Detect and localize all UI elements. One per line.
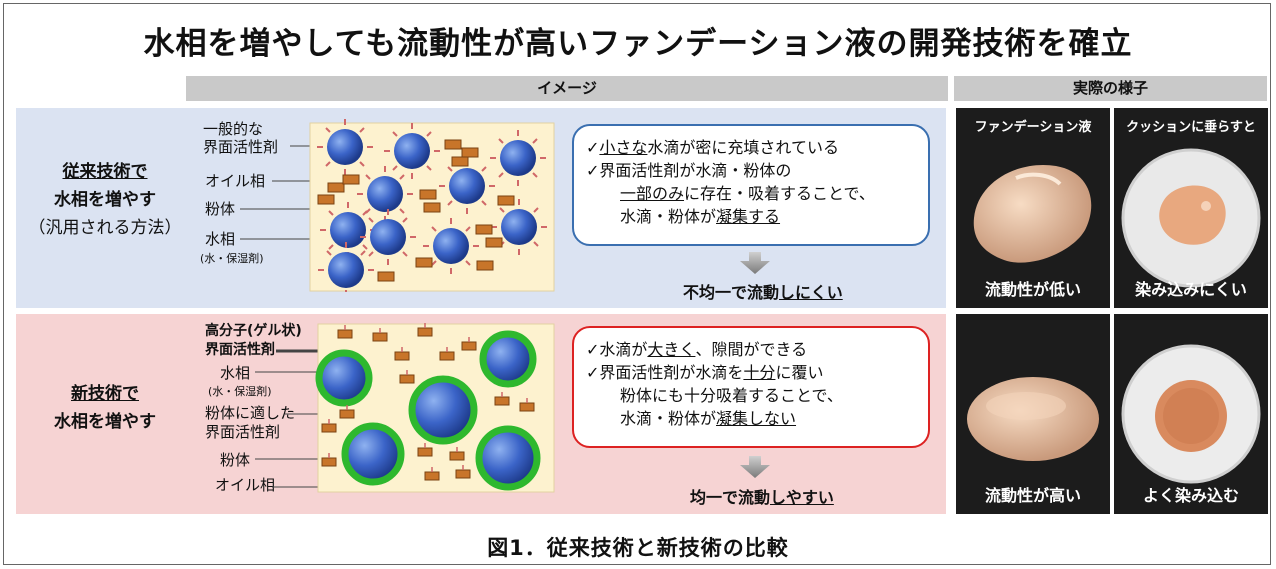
conventional-result: 不均一で流動しにくい <box>683 283 843 302</box>
foundation-blob-image <box>967 377 1099 461</box>
water-droplet <box>384 123 440 179</box>
powder-particle <box>485 237 503 248</box>
large-water-droplet <box>475 425 541 491</box>
powder-particle <box>377 271 395 282</box>
label-surfactant-1: 一般的な <box>203 120 264 138</box>
label-oil: オイル相 <box>215 476 276 494</box>
powder-particle <box>321 457 337 467</box>
label-gel-2: 界面活性剤 <box>205 342 275 358</box>
figure-title: 水相を増やしても流動性が高いファンデーション液の開発技術を確立 <box>143 26 1133 62</box>
header-actual: 実際の様子 <box>954 76 1267 101</box>
photo-cushion-conventional: クッションに垂らすと 染み込みにくい <box>1114 108 1268 308</box>
powder-particle <box>444 139 462 150</box>
powder-particle <box>476 260 494 271</box>
powder-particle <box>455 469 471 479</box>
conventional-row-label: 従来技術で 水相を増やす （汎用される方法） <box>20 158 190 242</box>
row-label-line1: 従来技術で <box>62 162 148 182</box>
powder-particle <box>449 451 465 461</box>
label-powder: 粉体 <box>220 451 251 469</box>
photo-title: ファンデーション液 <box>974 120 1092 135</box>
photo-caption: よく染み込む <box>1142 486 1239 505</box>
powder-particle <box>475 224 493 235</box>
powder-particle <box>497 195 515 206</box>
new-explanation-box: ✓水滴が大きく、隙間ができる ✓界面活性剤が水滴を十分に覆い 粉体にも十分吸着す… <box>572 326 930 448</box>
foundation-blob-image <box>973 164 1092 263</box>
label-water: 水相 <box>220 364 251 382</box>
box-line: 水滴・粉体が凝集しない <box>620 409 797 428</box>
photo-cushion-new: よく染み込む <box>1114 314 1268 514</box>
photo-foundation-new: 流動性が高い <box>956 314 1110 514</box>
powder-particle <box>321 423 337 433</box>
row-label-line3: （汎用される方法） <box>28 218 182 238</box>
photo-title: クッションに垂らすと <box>1126 120 1256 135</box>
label-psurf-2: 界面活性剤 <box>205 423 281 441</box>
photo-caption: 流動性が高い <box>984 486 1081 505</box>
water-droplet <box>320 202 376 258</box>
label-surfactant-2: 界面活性剤 <box>203 138 279 156</box>
row-label-line2: 水相を増やす <box>54 190 156 210</box>
photo-caption: 流動性が低い <box>984 280 1081 299</box>
label-oil: オイル相 <box>205 172 266 190</box>
label-water-sub: (水・保湿剤) <box>208 385 272 398</box>
box-line: ✓界面活性剤が水滴を十分に覆い <box>586 363 824 382</box>
water-droplet <box>317 119 373 175</box>
label-powder: 粉体 <box>205 200 236 218</box>
row-label-line2: 水相を増やす <box>54 412 156 432</box>
powder-particle <box>342 174 360 185</box>
row-label-line1: 新技術で <box>71 384 139 404</box>
powder-particle <box>399 374 415 384</box>
powder-particle <box>519 402 535 412</box>
figure-caption: 図1．従来技術と新技術の比較 <box>487 536 789 560</box>
box-line: 粉体にも十分吸着することで、 <box>620 386 843 405</box>
powder-particle <box>337 329 353 339</box>
box-line: 一部のみに存在・吸着することで、 <box>620 184 875 203</box>
large-water-droplet <box>408 375 478 445</box>
powder-particle <box>339 409 355 419</box>
powder-particle <box>451 156 469 167</box>
powder-particle <box>423 202 441 213</box>
new-diagram <box>255 323 555 493</box>
water-droplet <box>491 199 547 255</box>
cushion-image <box>1121 148 1261 288</box>
large-water-droplet <box>479 330 537 388</box>
powder-particle <box>424 471 440 481</box>
powder-particle <box>494 396 510 406</box>
box-line: ✓界面活性剤が水滴・粉体の <box>586 161 792 180</box>
large-water-droplet <box>341 422 405 486</box>
powder-particle <box>417 327 433 337</box>
powder-particle <box>394 351 410 361</box>
box-line: ✓水滴が大きく、隙間ができる <box>586 340 808 359</box>
powder-particle <box>317 194 335 205</box>
large-water-droplet <box>315 349 373 407</box>
water-droplet <box>360 209 416 265</box>
down-arrow-icon <box>740 456 770 478</box>
powder-particle <box>419 189 437 200</box>
powder-particle <box>461 341 477 351</box>
powder-particle <box>439 351 455 361</box>
label-psurf-1: 粉体に適した <box>205 404 296 422</box>
new-row-label: 新技術で 水相を増やす <box>30 380 180 436</box>
powder-particle <box>461 147 479 158</box>
label-gel-1: 高分子(ゲル状) <box>205 323 302 339</box>
powder-particle <box>417 447 433 457</box>
powder-particle <box>327 182 345 193</box>
water-droplet <box>318 242 374 292</box>
water-droplet <box>490 130 546 186</box>
powder-particle <box>372 332 388 342</box>
conventional-diagram <box>240 119 555 292</box>
box-line: ✓小さな水滴が密に充填されている <box>586 138 839 157</box>
new-result: 均一で流動しやすい <box>690 488 834 507</box>
photo-caption: 染み込みにくい <box>1135 280 1247 299</box>
label-water-sub: (水・保湿剤) <box>200 252 264 265</box>
water-droplet <box>423 218 479 274</box>
label-water: 水相 <box>205 230 236 248</box>
header-image: イメージ <box>186 76 948 101</box>
down-arrow-icon <box>740 252 770 274</box>
cushion-image <box>1121 344 1261 484</box>
powder-particle <box>415 257 433 268</box>
box-line: 水滴・粉体が凝集する <box>620 207 781 226</box>
conventional-explanation-box: ✓小さな水滴が密に充填されている ✓界面活性剤が水滴・粉体の 一部のみに存在・吸… <box>572 124 930 246</box>
water-droplet <box>357 166 413 222</box>
photo-foundation-conventional: ファンデーション液 流動性が低い <box>956 108 1110 308</box>
